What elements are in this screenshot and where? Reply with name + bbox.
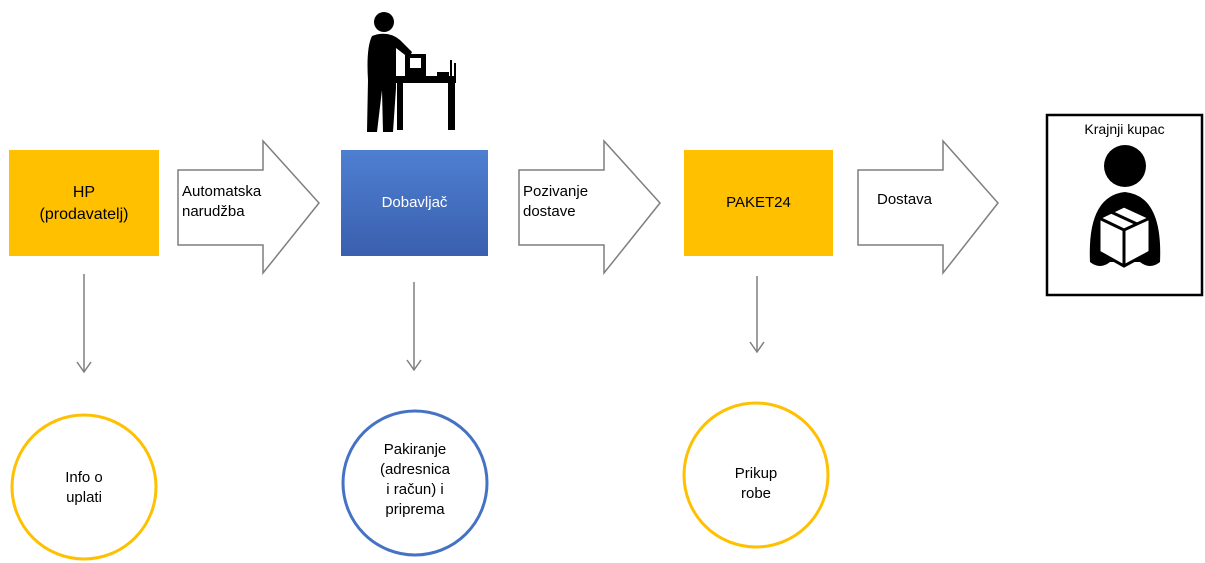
seller-box xyxy=(9,150,159,256)
pickup-call-arrow xyxy=(518,139,661,276)
courier-box xyxy=(684,150,833,256)
payment-info-circle xyxy=(10,413,158,561)
delivery-arrow-label: Dostava xyxy=(877,191,933,208)
supplier-connector-arrow xyxy=(406,282,422,372)
packing-circle xyxy=(341,409,489,557)
person-with-box-icon xyxy=(1089,145,1161,268)
supplier-label: Dobavljač xyxy=(381,194,448,211)
delivery-arrow xyxy=(857,139,999,276)
courier-connector-arrow xyxy=(749,276,765,354)
customer-label: Krajnji kupac xyxy=(1084,121,1165,137)
order-arrow xyxy=(177,139,320,276)
order-arrow-label: Automatska narudžba xyxy=(182,183,262,220)
pickup-call-arrow-label: Pozivanje dostave xyxy=(523,183,589,220)
payment-info-label: Info o uplati xyxy=(65,469,103,506)
goods-pickup-label: Prikup robe xyxy=(734,465,778,502)
seller-label: HP (prodavatelj) xyxy=(39,184,129,223)
seller-connector-arrow xyxy=(76,274,92,374)
courier-label: PAKET24 xyxy=(726,194,791,211)
packing-label: Pakiranje (adresnica i račun) i priprema xyxy=(379,441,451,518)
supplier-box xyxy=(341,150,488,256)
worker-at-desk-icon xyxy=(367,12,456,132)
goods-pickup-circle xyxy=(682,401,830,549)
